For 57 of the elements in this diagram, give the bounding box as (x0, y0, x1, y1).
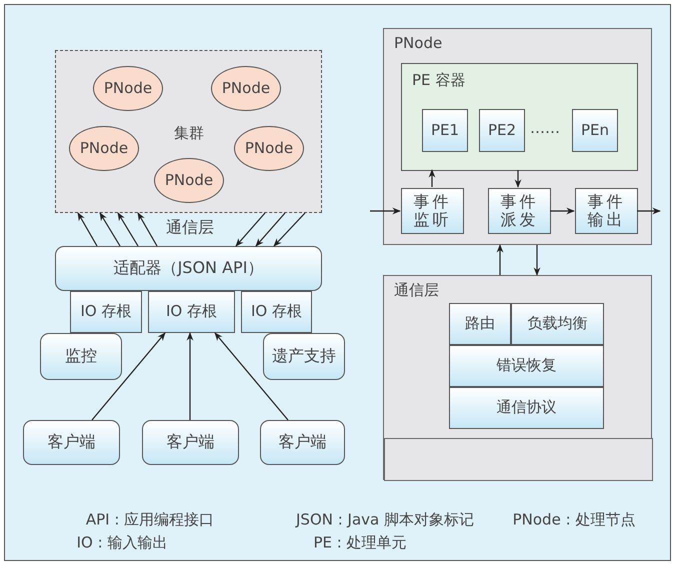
layer-box (383, 275, 652, 480)
cluster-box (55, 50, 322, 213)
process-box: 监控 (40, 333, 122, 380)
stub-box: IO 存根 (70, 291, 142, 333)
event-box: 事件输出 (575, 188, 638, 234)
stub-box: IO 存根 (148, 291, 235, 333)
node-ellipse: PNode (211, 66, 281, 111)
arrow (117, 212, 139, 246)
legend-note: JSON : Java 脚本对象标记 (296, 510, 474, 530)
arrow (637, 208, 661, 214)
adapter-box: 适配器（JSON API） (55, 246, 322, 291)
arrow (235, 212, 266, 247)
box-heading: PE 容器 (412, 72, 466, 90)
legend-note: PNode : 处理节点 (512, 510, 636, 530)
arrow (550, 208, 575, 214)
box-heading: PNode (394, 35, 442, 52)
layer-label: 通信层 (166, 218, 214, 238)
table-cell: 错误恢复 (449, 345, 604, 387)
container-box (401, 63, 638, 171)
band (384, 438, 653, 481)
legend-note: API : 应用编程接口 (86, 510, 214, 530)
arrow (514, 170, 522, 188)
stub-box: IO 存根 (241, 291, 312, 333)
ellipsis: …… (530, 119, 560, 137)
arrow (534, 245, 540, 276)
arrow (273, 212, 306, 247)
table-cell: 路由 (449, 303, 511, 345)
node-ellipse: PNode (93, 66, 163, 111)
legend-note: PE : 处理单元 (313, 534, 407, 552)
table-cell: 通信协议 (449, 387, 604, 429)
pe-box: PE2 (479, 109, 525, 152)
node-ellipse: PNode (154, 158, 224, 203)
event-box: 事件派发 (488, 188, 551, 234)
arrow (99, 212, 121, 246)
node-ellipse: PNode (234, 126, 304, 171)
arrow (137, 212, 158, 246)
arrow (92, 332, 166, 420)
arrow (496, 244, 504, 275)
pe-box: PEn (572, 109, 618, 152)
arrow (214, 332, 288, 420)
table-cell: 负载均衡 (511, 303, 604, 345)
cluster-label: 集群 (174, 125, 204, 142)
pe-box: PE1 (422, 109, 468, 152)
arrow (370, 208, 401, 214)
arrow (186, 332, 194, 420)
client-box: 客户端 (142, 420, 239, 465)
legend-note: IO : 输入输出 (76, 534, 168, 552)
box-heading: 通信层 (394, 282, 439, 300)
pnode-box (383, 28, 652, 245)
process-box: 遗产支持 (263, 333, 345, 380)
arrow (428, 169, 436, 187)
arrow (77, 212, 98, 246)
client-box: 客户端 (260, 420, 345, 465)
event-box: 事件监听 (401, 188, 464, 234)
node-ellipse: PNode (69, 126, 139, 171)
arrow (255, 212, 286, 247)
client-box: 客户端 (23, 420, 120, 465)
